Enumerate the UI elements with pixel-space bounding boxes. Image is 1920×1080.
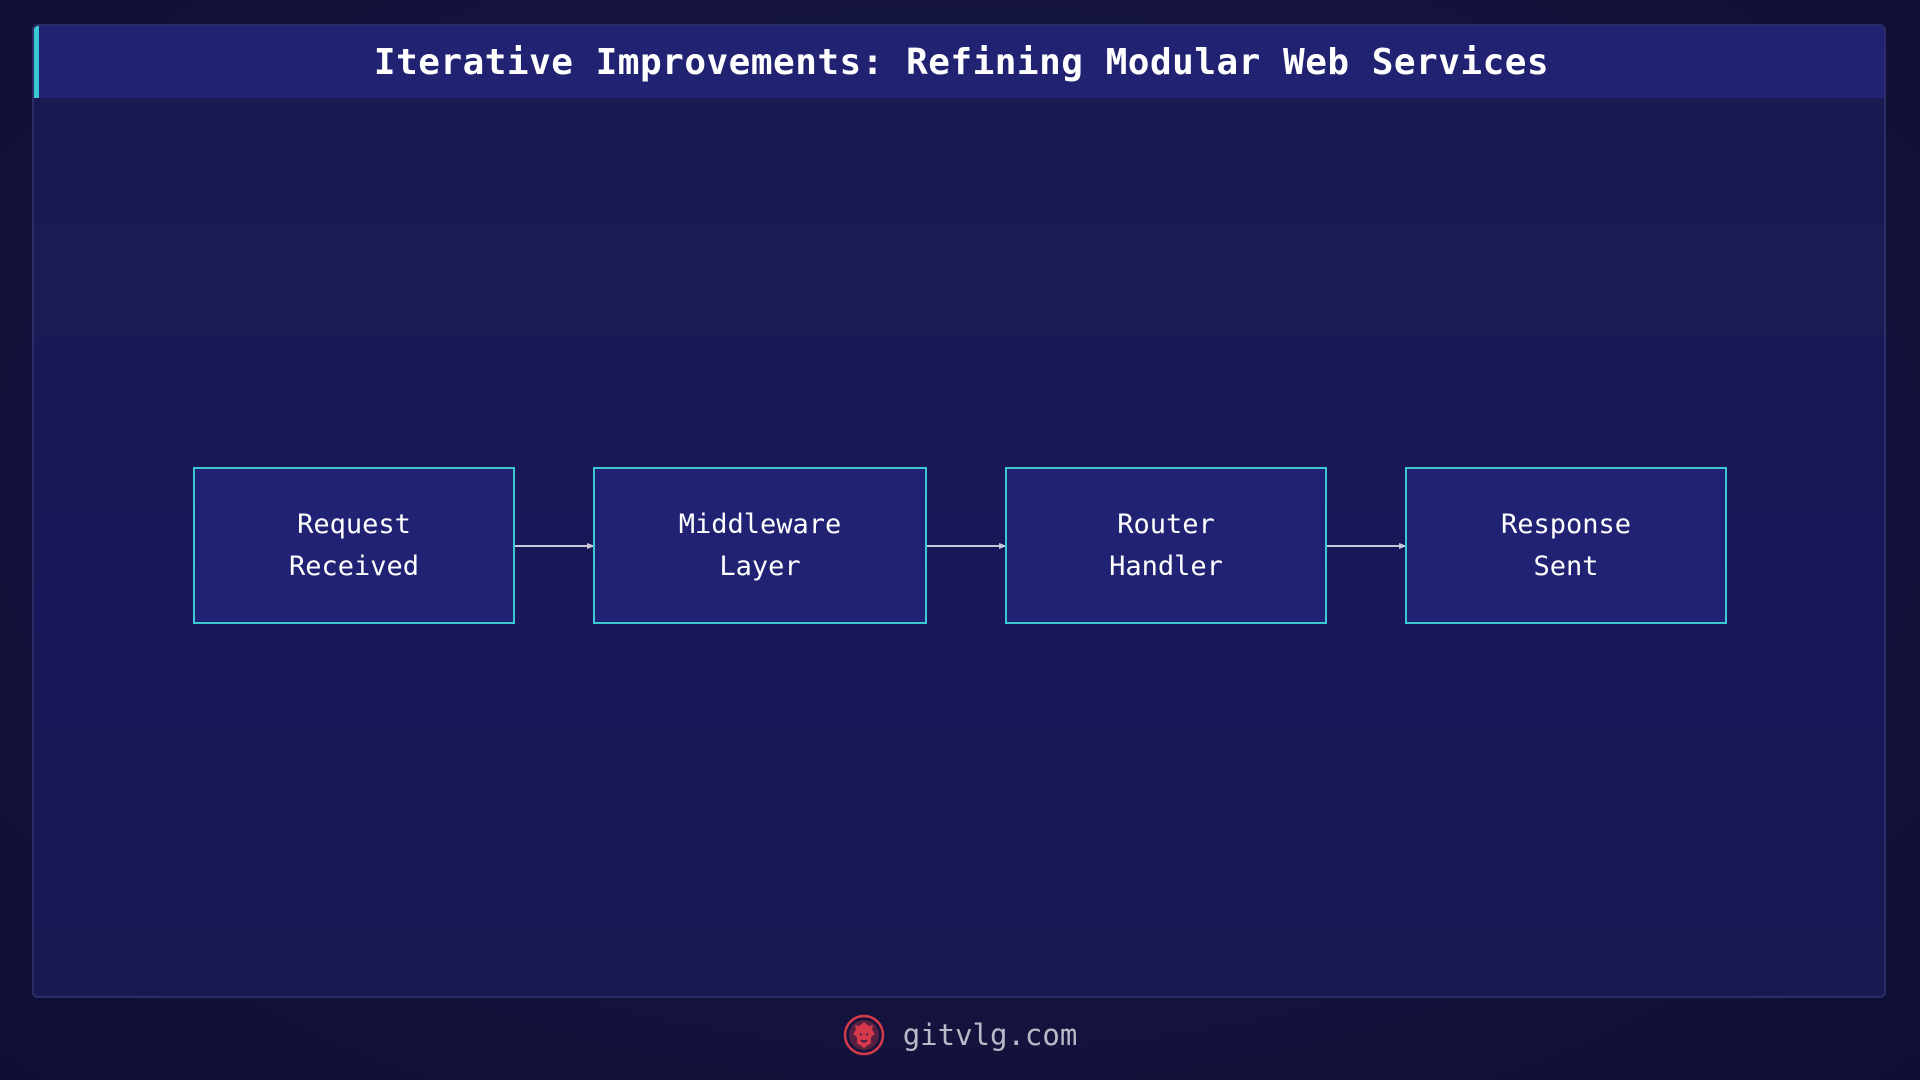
node-label: Middleware Layer xyxy=(678,508,842,582)
node-request-received: Request Received xyxy=(193,467,515,624)
footer: gitvlg.com xyxy=(0,1012,1920,1058)
footer-site-link[interactable]: gitvlg.com xyxy=(902,1018,1078,1052)
slide-title: Iterative Improvements: Refining Modular… xyxy=(373,41,1550,83)
node-label: Response Sent xyxy=(1500,508,1632,582)
title-bar: Iterative Improvements: Refining Modular… xyxy=(34,26,1884,98)
node-label: Router Handler xyxy=(1109,508,1223,582)
node-router-handler: Router Handler xyxy=(1005,467,1327,624)
node-response-sent: Response Sent xyxy=(1405,467,1727,624)
node-middleware-layer: Middleware Layer xyxy=(593,467,927,624)
lion-head-icon xyxy=(843,1014,884,1056)
node-label: Request Received xyxy=(288,508,420,582)
